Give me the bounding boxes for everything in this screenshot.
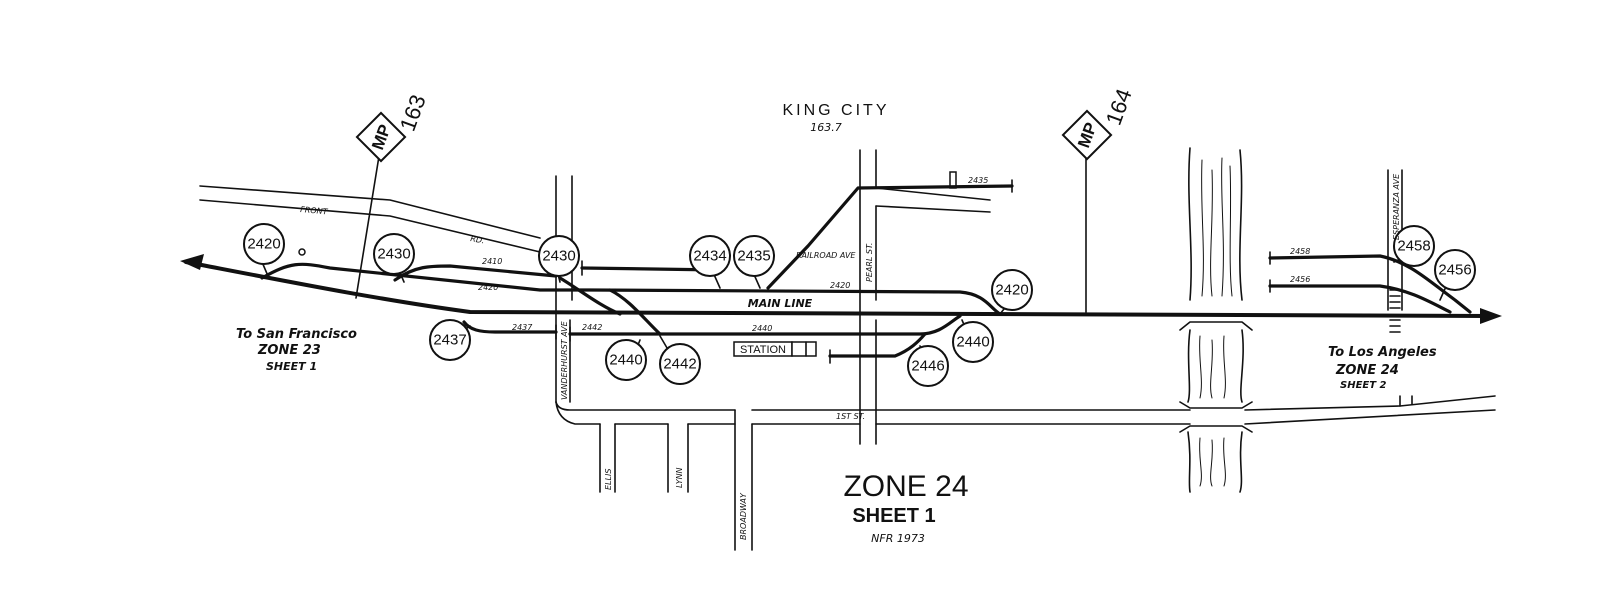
track-2458: [1268, 254, 1472, 314]
switch-2420-west: 2420: [243, 223, 285, 265]
svg-text:2430: 2430: [377, 246, 410, 263]
track-label-main-line: MAIN LINE: [748, 297, 813, 310]
track-label-2437: 2437: [512, 323, 533, 332]
streets: [199, 149, 1496, 551]
dest-west-line3: SHEET 1: [266, 360, 317, 373]
svg-text:2434: 2434: [693, 248, 726, 265]
milepost-164-sign: [1061, 109, 1113, 161]
switch-2456: 2456: [1434, 249, 1476, 291]
switch-2434: 2434: [689, 235, 731, 277]
station: STATION: [733, 341, 817, 357]
tracks: [180, 171, 1502, 371]
street-lynn: LYNN: [675, 467, 684, 488]
river-east-bank: [1239, 149, 1244, 493]
front-rd-south-edge: [199, 199, 541, 253]
track-label-2458: 2458: [1290, 247, 1310, 256]
bridge-brackets: [1179, 321, 1253, 433]
street-front-rd: RD.: [470, 234, 486, 245]
river-texture-1: [1201, 157, 1233, 297]
track-label-2456: 2456: [1290, 275, 1310, 284]
track-2456: [1268, 284, 1452, 314]
siding-2420-left: [260, 262, 1002, 316]
switch-2430-west: 2430: [373, 233, 415, 275]
main-line-track: [184, 260, 1492, 318]
dest-east-line2: ZONE 24: [1335, 363, 1399, 378]
east-arrow: [1480, 308, 1502, 324]
zone-sheet: SHEET 1: [852, 505, 935, 527]
track-2446: [828, 332, 927, 358]
switch-2446: 2446: [907, 345, 949, 387]
river-texture-3: [1199, 437, 1226, 487]
street-front: FRONT: [300, 205, 329, 216]
crossover-vanderhurst: [558, 276, 622, 316]
milepost-164-number: 164: [1101, 85, 1137, 128]
first-st-south-edge: [555, 401, 1496, 425]
river-texture-2: [1199, 335, 1226, 399]
first-st-north-edge: [555, 395, 1496, 411]
svg-text:2430: 2430: [542, 248, 575, 265]
dest-east-line1: To Los Angeles: [1328, 345, 1437, 360]
street-railroad-ave: RAILROAD AVE: [796, 251, 856, 260]
svg-text:2420: 2420: [247, 236, 280, 253]
track-label-2440: 2440: [752, 324, 772, 333]
structure-2435: [949, 171, 957, 189]
signal-dot: [298, 248, 306, 256]
milepost-164: MP 164: [1061, 85, 1137, 313]
pearl-spur-street-2: [875, 205, 991, 213]
switch-2440-east: 2440: [952, 321, 994, 363]
switch-2430-east: 2430: [538, 235, 580, 277]
svg-text:2458: 2458: [1397, 238, 1430, 255]
svg-text:2440: 2440: [609, 352, 642, 369]
west-arrow: [180, 254, 204, 270]
switch-2458: 2458: [1393, 225, 1435, 267]
svg-text:2446: 2446: [911, 358, 944, 375]
street-ellis: ELLIS: [604, 469, 613, 490]
zone-title: ZONE 24: [843, 470, 968, 503]
town-name: KING CITY: [782, 102, 889, 119]
track-label-2420-left: 2420: [478, 283, 498, 292]
switch-2435: 2435: [733, 235, 775, 277]
pearl-spur-street-1: [875, 187, 991, 201]
front-rd-north-edge: [199, 185, 541, 239]
svg-text:2420: 2420: [995, 282, 1028, 299]
svg-text:2437: 2437: [433, 332, 466, 349]
track-label-2435: 2435: [968, 176, 988, 185]
crossover-2440: [608, 288, 662, 336]
track-2437: [462, 320, 558, 334]
esperanza-crossing-hatch: [1389, 289, 1401, 333]
switch-2440-west: 2440: [605, 339, 647, 381]
switch-2442: 2442: [659, 343, 701, 385]
milepost-163-sign: [355, 111, 407, 163]
dest-west-line1: To San Francisco: [236, 327, 357, 342]
lead-2435: [766, 184, 1014, 290]
switch-2420-east: 2420: [991, 269, 1033, 311]
milepost-163-number: 163: [395, 91, 431, 134]
switch-2437: 2437: [429, 319, 471, 361]
svg-text:2435: 2435: [737, 248, 770, 265]
track-label-2420-mid: 2420: [830, 281, 850, 290]
station-annex: [791, 341, 817, 357]
track-label-2442: 2442: [582, 323, 602, 332]
street-esperanza: ESPERANZA AVE: [1392, 173, 1401, 240]
dest-east-line3: SHEET 2: [1340, 380, 1387, 391]
street-first-st: 1ST ST.: [836, 412, 865, 421]
milepost-163-pole: [355, 149, 381, 299]
zone-note: NFR 1973: [871, 532, 925, 545]
town-milepost: 163.7: [810, 121, 842, 134]
street-vanderhurst: VANDERHURST AVE: [560, 320, 569, 400]
river-west-bank: [1187, 147, 1192, 493]
svg-text:2442: 2442: [663, 356, 696, 373]
track-2440: [568, 314, 962, 336]
switch-markers: 2420 2430 2430 2434 2435 2420 2437 2440 …: [243, 223, 1476, 387]
track-label-2410: 2410: [482, 257, 502, 266]
dest-west-line2: ZONE 23: [257, 343, 321, 358]
svg-text:2456: 2456: [1438, 262, 1471, 279]
station-label: STATION: [740, 344, 786, 356]
labels: KING CITY 163.7 MAIN LINE 2410 2420 2420…: [236, 102, 1437, 545]
river-crossing: [1179, 147, 1253, 493]
street-broadway: BROADWAY: [739, 492, 748, 540]
street-pearl: PEARL ST.: [865, 243, 874, 282]
svg-text:2440: 2440: [956, 334, 989, 351]
